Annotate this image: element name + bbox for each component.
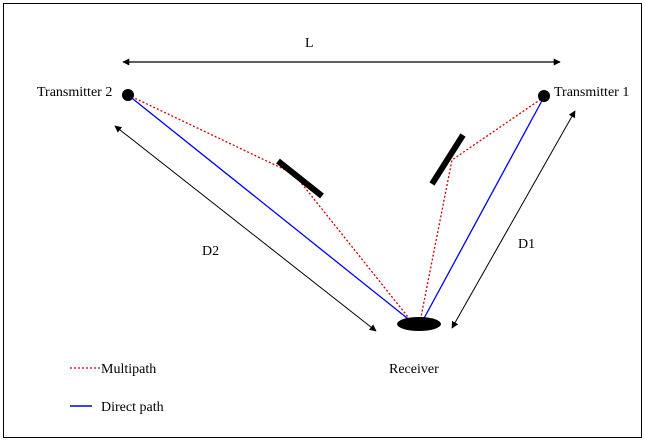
direct-path-t1: [421, 96, 545, 323]
transmitter-2-node: [122, 89, 134, 101]
distance-arrow-d2: [114, 125, 377, 332]
transmitter-1-node: [538, 90, 550, 102]
label-receiver: Receiver: [389, 362, 439, 377]
diagram-border: [3, 3, 642, 438]
direct-path-t2: [127, 94, 413, 323]
label-transmitter-1: Transmitter 1: [554, 85, 629, 100]
label-d1: D1: [518, 237, 535, 252]
label-transmitter-2: Transmitter 2: [37, 85, 112, 100]
label-l: L: [305, 36, 314, 51]
label-d2: D2: [202, 244, 219, 259]
legend-multipath-label: Multipath: [101, 362, 156, 377]
reflector-left: [276, 158, 324, 199]
receiver-node: [397, 317, 441, 331]
distance-arrow-d1: [451, 110, 576, 329]
legend-direct-path-label: Direct path: [101, 400, 164, 415]
reflector-right: [429, 133, 466, 186]
legend: Multipath Direct path: [70, 362, 164, 415]
multipath-t1: [419, 96, 545, 323]
multipath-t2: [127, 94, 413, 323]
